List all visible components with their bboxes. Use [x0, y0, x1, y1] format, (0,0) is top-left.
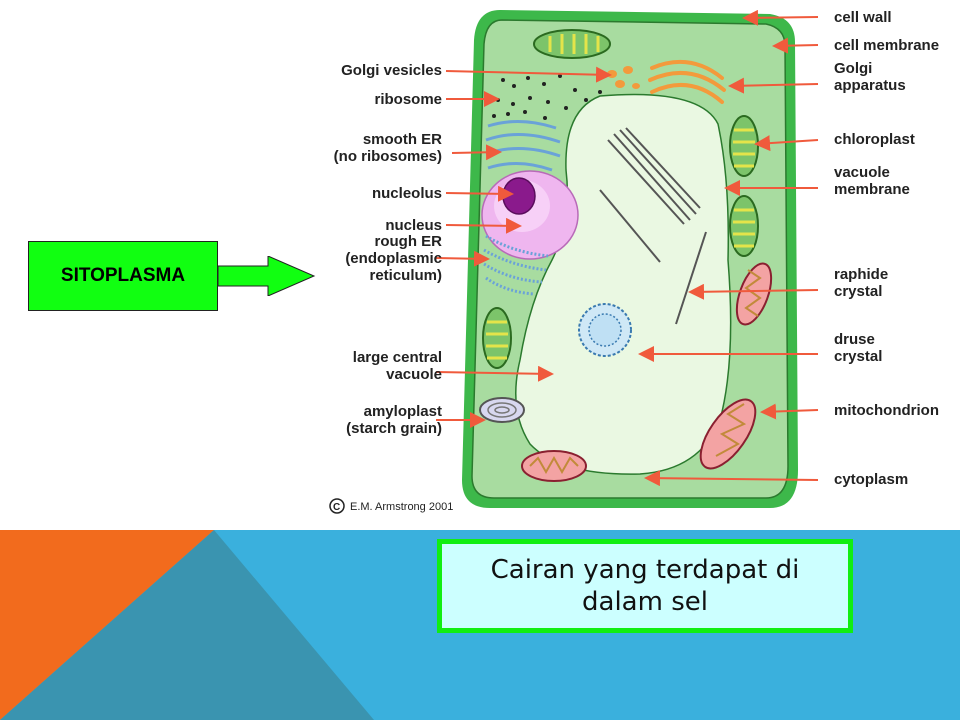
- label-amyloplast-line: amyloplast: [364, 403, 442, 420]
- copyright-text: E.M. Armstrong 2001: [350, 501, 453, 513]
- label-golgi-vesicles: Golgi vesicles: [341, 62, 442, 79]
- mitochondrion-shape-2: [699, 398, 757, 470]
- chloroplast-shape-right-2: [729, 195, 759, 257]
- label-smooth-er-line: smooth ER: [363, 131, 442, 148]
- label-large-central-vacuole-line: vacuole: [386, 366, 442, 383]
- label-raphide-crystal-line: raphide: [834, 266, 888, 283]
- label-raphide-crystal-line: crystal: [834, 283, 882, 300]
- label-vacuole-membrane-line: membrane: [834, 181, 910, 198]
- label-cell-membrane-line: cell membrane: [834, 37, 939, 54]
- label-smooth-er-line: (no ribosomes): [334, 148, 442, 165]
- mitochondrion-shape-3: [521, 450, 587, 482]
- label-ribosome: ribosome: [374, 91, 442, 108]
- label-druse-crystal-line: crystal: [834, 348, 882, 365]
- definition-box: Cairan yang terdapat di dalam sel: [437, 539, 853, 633]
- label-smooth-er: smooth ER(no ribosomes): [334, 131, 443, 165]
- plant-cell-diagram: C E.M. Armstrong 2001 Golgi vesicles ribo…: [329, 9, 939, 514]
- label-cell-membrane: cell membrane: [834, 37, 939, 54]
- label-druse-crystal-line: druse: [834, 331, 875, 348]
- label-rough-er-line: rough ER: [375, 233, 443, 250]
- label-nucleolus-line: nucleolus: [372, 185, 442, 202]
- golgi-apparatus-shape: [648, 60, 726, 104]
- label-rough-er-line: reticulum): [369, 267, 442, 284]
- label-cytoplasm: cytoplasm: [834, 471, 908, 488]
- label-golgi-apparatus-line: apparatus: [834, 77, 906, 94]
- label-amyloplast: amyloplast(starch grain): [346, 403, 442, 437]
- sitoplasma-callout: SITOPLASMA: [28, 241, 218, 311]
- label-ribosome-line: ribosome: [374, 91, 442, 108]
- left-labels: Golgi vesicles ribosome smooth ER(no ribos…: [334, 62, 443, 437]
- copyright-notice: C E.M. Armstrong 2001: [329, 498, 453, 514]
- druse-crystal-shape: [578, 303, 632, 357]
- label-nucleolus: nucleolus: [372, 185, 442, 202]
- pointer-arrows: [435, 9, 819, 487]
- raphide-crystal-shape: [599, 127, 707, 325]
- label-golgi-vesicles-line: Golgi vesicles: [341, 62, 442, 79]
- label-rough-er-line: (endoplasmic: [345, 250, 442, 267]
- label-golgi-apparatus-line: Golgi: [834, 60, 872, 77]
- label-chloroplast: chloroplast: [834, 131, 915, 148]
- label-cell-wall: cell wall: [834, 9, 892, 26]
- chloroplast-shape-left: [482, 307, 512, 369]
- label-cell-wall-line: cell wall: [834, 9, 892, 26]
- label-large-central-vacuole-line: large central: [353, 349, 442, 366]
- label-mitochondrion: mitochondrion: [834, 402, 939, 419]
- chloroplast-shape-top: [533, 29, 611, 59]
- label-nucleus: nucleus: [385, 217, 442, 234]
- chloroplast-shape-right-1: [729, 115, 759, 177]
- amyloplast-shape: [479, 397, 525, 423]
- svg-text:C: C: [333, 502, 340, 513]
- label-amyloplast-line: (starch grain): [346, 420, 442, 437]
- mitochondrion-shape-1: [735, 262, 773, 326]
- label-vacuole-membrane-line: vacuole: [834, 164, 890, 181]
- label-chloroplast-line: chloroplast: [834, 131, 915, 148]
- label-cytoplasm-line: cytoplasm: [834, 471, 908, 488]
- nucleolus-shape: [502, 177, 536, 215]
- label-mitochondrion-line: mitochondrion: [834, 402, 939, 419]
- callout-arrow: [218, 256, 316, 296]
- label-nucleus-line: nucleus: [385, 217, 442, 234]
